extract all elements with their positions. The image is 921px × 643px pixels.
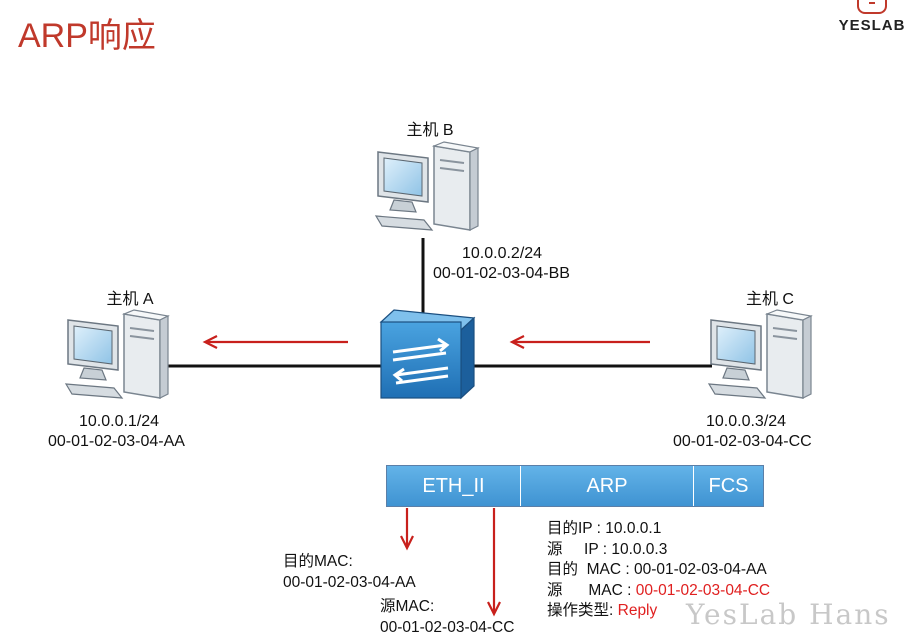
- host-c-mac: 00-01-02-03-04-CC: [673, 433, 812, 450]
- arp-dst-ip: 目的IP : 10.0.0.1: [547, 519, 770, 540]
- eth-src-value: 00-01-02-03-04-CC: [380, 618, 515, 636]
- host-b-computer-icon: [375, 141, 479, 231]
- arp-op: 操作类型: Reply: [547, 601, 770, 622]
- arp-dst-mac-label: 目的 MAC :: [547, 561, 634, 578]
- eth-src-mac: 源MAC: 00-01-02-03-04-CC: [380, 597, 514, 638]
- arp-dst-ip-label: 目的IP :: [547, 520, 606, 537]
- frame-arp: ARP: [521, 466, 694, 506]
- arp-frame: ETH_II ARP FCS: [386, 465, 764, 507]
- arp-src-ip: 源 IP : 10.0.0.3: [547, 540, 770, 561]
- arp-src-mac-label: 源 MAC :: [547, 581, 636, 599]
- logo-text: YESLAB: [838, 17, 906, 34]
- arrow-head-icon: [509, 335, 525, 349]
- arp-src-mac: 源 MAC : 00-01-02-03-04-CC: [547, 581, 770, 602]
- arp-dst-mac-value: 00-01-02-03-04-AA: [633, 561, 767, 578]
- arrow-head-icon: [487, 601, 501, 617]
- arrow-head-icon: [202, 335, 218, 349]
- host-b-mac: 00-01-02-03-04-BB: [433, 265, 570, 282]
- arp-op-value: Reply: [617, 602, 658, 619]
- host-a-ip: 10.0.0.1/24: [79, 413, 160, 430]
- host-b-name: 主机 B: [406, 122, 454, 139]
- watermark: YesLab Hans: [686, 598, 891, 631]
- host-b-ip: 10.0.0.2/24: [462, 245, 543, 262]
- arp-src-ip-label: 源 IP :: [547, 540, 612, 558]
- arp-src-mac-value: 00-01-02-03-04-CC: [635, 581, 771, 599]
- arp-op-label: 操作类型:: [547, 602, 618, 619]
- arp-fields: 目的IP : 10.0.0.1 源 IP : 10.0.0.3 目的 MAC :…: [547, 519, 770, 622]
- arp-dst-ip-value: 10.0.0.1: [605, 520, 662, 537]
- page-title: ARP响应: [18, 17, 156, 55]
- eth-dst-mac: 目的MAC: 00-01-02-03-04-AA: [283, 552, 416, 593]
- eth-dst-value: 00-01-02-03-04-AA: [283, 573, 416, 591]
- switch-icon: [379, 309, 476, 400]
- host-a-computer-icon: [65, 309, 169, 399]
- eth-dst-label: 目的MAC:: [283, 553, 353, 570]
- host-c-name: 主机 C: [745, 291, 794, 308]
- host-c-ip: 10.0.0.3/24: [706, 413, 787, 430]
- arrow-head-icon: [400, 535, 414, 551]
- logo-icon: [857, 0, 887, 14]
- frame-eth-ii: ETH_II: [387, 466, 521, 506]
- yeslab-logo: YESLAB: [837, 0, 907, 40]
- arp-src-ip-value: 10.0.0.3: [611, 540, 668, 558]
- host-c-computer-icon: [708, 309, 812, 399]
- host-a-mac: 00-01-02-03-04-AA: [48, 433, 185, 450]
- arp-dst-mac: 目的 MAC : 00-01-02-03-04-AA: [547, 560, 770, 581]
- frame-fcs: FCS: [694, 466, 763, 506]
- host-a-name: 主机 A: [106, 291, 154, 308]
- eth-src-label: 源MAC:: [380, 598, 435, 615]
